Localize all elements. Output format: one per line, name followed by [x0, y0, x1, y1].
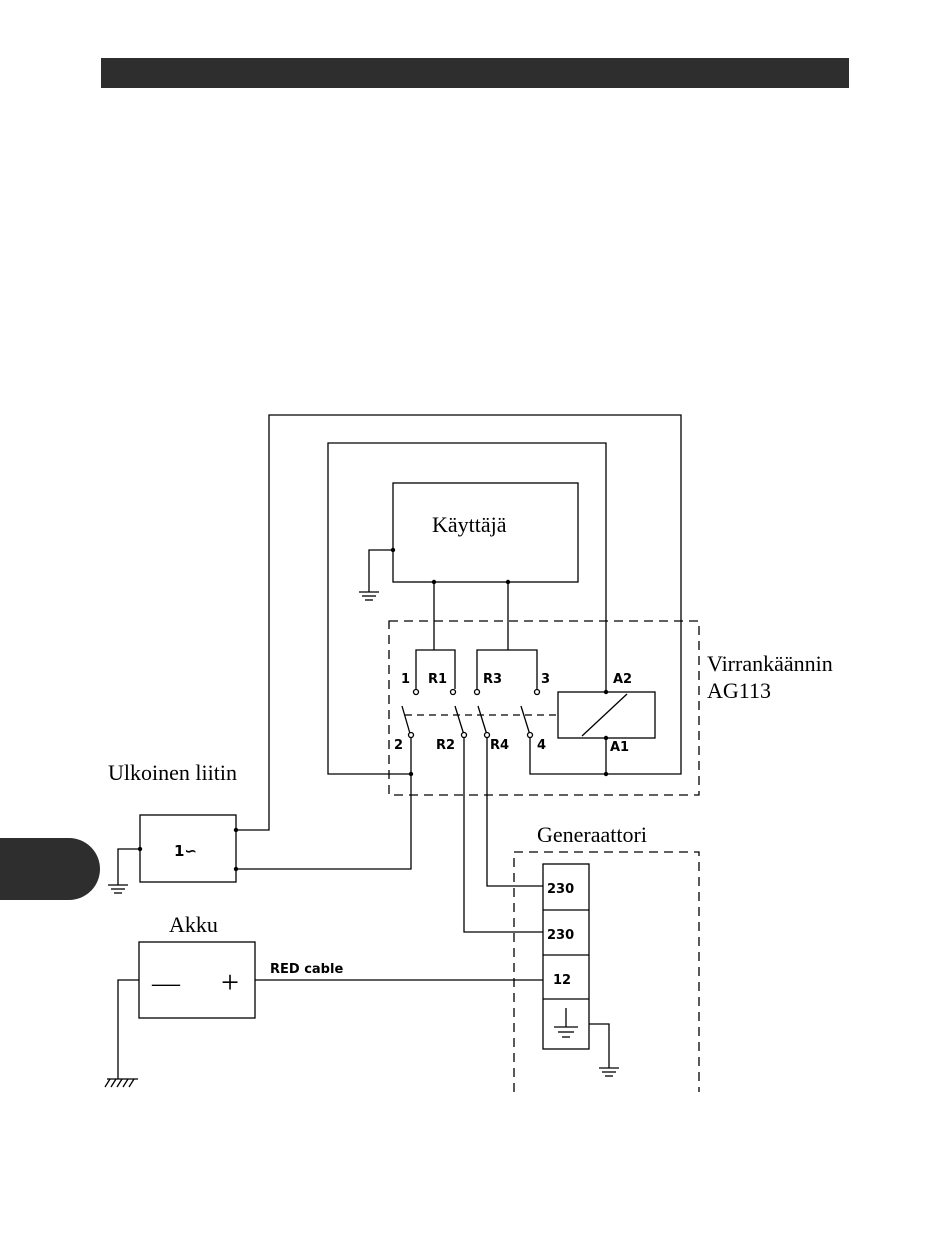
terminal-r2: R2	[436, 738, 455, 753]
battery-minus: —	[151, 968, 181, 999]
external-source-symbol: 1∽	[174, 842, 197, 860]
battery-plus: +	[221, 964, 239, 1000]
terminal-r1: R1	[428, 672, 447, 687]
terminal-a2: A2	[613, 672, 632, 687]
terminal-1: 1	[401, 672, 410, 687]
terminal-4: 4	[537, 738, 546, 753]
wire-user-ground	[369, 550, 393, 592]
wire-ext-2	[236, 738, 411, 869]
transfer-switch-model: AG113	[707, 678, 771, 703]
terminal-r3: R3	[483, 672, 502, 687]
generator-box	[514, 852, 699, 1092]
battery-label: Akku	[169, 912, 218, 937]
blade-r4	[478, 706, 487, 735]
wire-r4-gen	[487, 738, 543, 886]
relay-coil	[558, 692, 655, 738]
terminal-2: 2	[394, 738, 403, 753]
blade-4	[521, 706, 530, 735]
blade-r2	[455, 706, 464, 735]
wire-ext-ground	[118, 849, 140, 885]
generator-terminal-230-a: 230	[547, 882, 574, 897]
terminal-r4: R4	[490, 738, 509, 753]
generator-terminal-12: 12	[553, 973, 571, 988]
generator-terminal-230-b: 230	[547, 928, 574, 943]
transfer-switch-label: Virrankäännin	[707, 651, 833, 676]
wire-battery-ground	[118, 980, 139, 1079]
wire-r2-gen	[464, 738, 543, 932]
transfer-switch-box	[389, 621, 699, 795]
red-cable-label: RED cable	[270, 962, 343, 977]
terminal-a1: A1	[610, 740, 629, 755]
wire-inner-loop	[328, 443, 606, 774]
terminal-3: 3	[541, 672, 550, 687]
wire-outer-loop	[236, 415, 681, 830]
generator-label: Generaattori	[537, 822, 647, 847]
external-connector-label: Ulkoinen liitin	[108, 760, 237, 785]
user-label: Käyttäjä	[432, 512, 507, 537]
